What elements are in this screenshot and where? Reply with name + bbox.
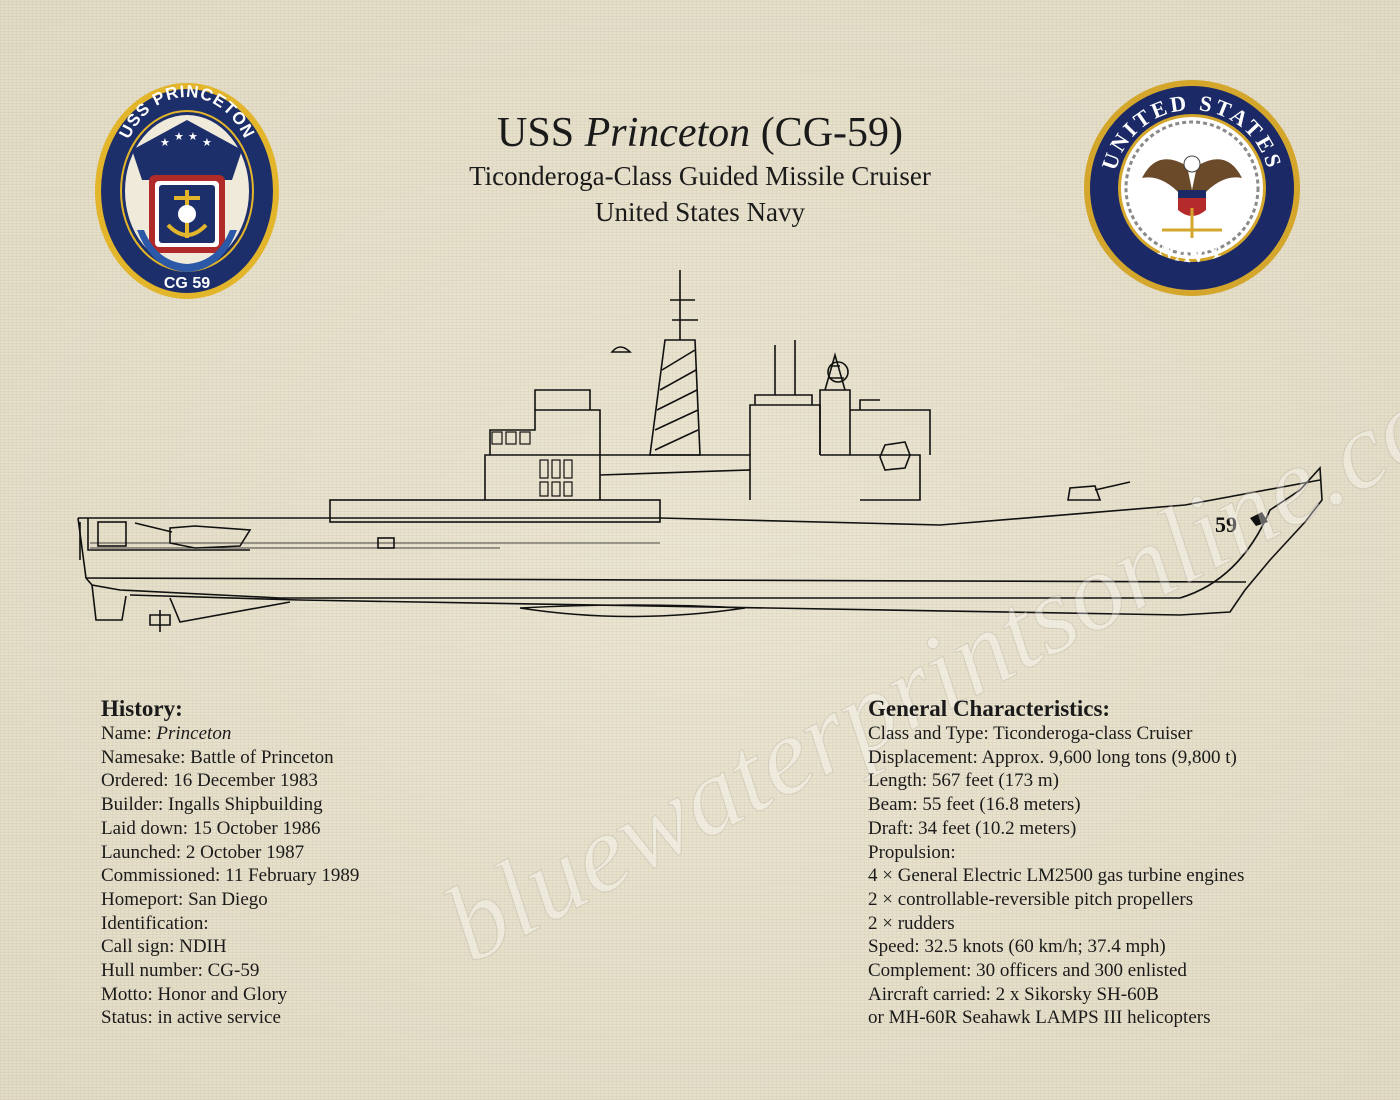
svg-text:★: ★ [174, 130, 184, 143]
svg-text:★: ★ [160, 136, 170, 149]
characteristics-line: Propulsion: [868, 841, 956, 863]
title-prefix: USS [497, 110, 585, 156]
ship-hull-number: 59 [1215, 512, 1237, 537]
sonar-dome [519, 604, 746, 618]
history-line: Motto: Honor and Glory [101, 983, 288, 1005]
history-line: Hull number: CG-59 [101, 960, 260, 982]
characteristics-line: or MH-60R Seahawk LAMPS III helicopters [868, 1007, 1211, 1029]
history-line: Status: in active service [101, 1007, 281, 1029]
history-line: Commissioned: 11 February 1989 [101, 865, 360, 887]
history-line: Ordered: 16 December 1983 [101, 770, 318, 792]
history-name-line: Name: Princeton [101, 722, 359, 746]
svg-text:★: ★ [202, 136, 212, 149]
history-line: Call sign: NDIH [101, 936, 227, 958]
history-name-value: Princeton [156, 723, 232, 744]
characteristics-line: 2 × controllable-reversible pitch propel… [868, 888, 1194, 910]
page-subtitle: Ticonderoga-Class Guided Missile Cruiser [469, 161, 931, 191]
hull-outline [77, 466, 1323, 616]
history-line: Laid down: 15 October 1986 [101, 817, 321, 839]
uss-princeton-crest: ★★★★ USS PRINCETON HONOR AND GLORY CG 59 [95, 82, 279, 299]
characteristics-line: Draft: 34 feet (10.2 meters) [868, 817, 1077, 839]
ship-profile-drawing: 59 [77, 270, 1323, 632]
history-line: Homeport: San Diego [101, 888, 268, 910]
history-name-label: Name: [101, 723, 157, 744]
history-line: Builder: Ingalls Shipbuilding [101, 794, 323, 816]
spy-radar-panel [879, 441, 911, 471]
main-mast [649, 339, 701, 456]
characteristics-heading: General Characteristics: [868, 696, 1111, 721]
characteristics-line: Speed: 32.5 knots (60 km/h; 37.4 mph) [868, 936, 1166, 958]
title-block: USS Princeton (CG-59) Ticonderoga-Class … [300, 108, 1100, 230]
page-subtitle-navy: United States Navy [595, 197, 805, 227]
characteristics-line: Beam: 55 feet (16.8 meters) [868, 794, 1081, 816]
history-section: History: Name: Princeton Namesake: Battl… [101, 696, 359, 1030]
characteristics-line: Length: 567 feet (173 m) [868, 770, 1060, 792]
history-heading: History: [101, 696, 183, 721]
title-ship-name: Princeton [584, 110, 751, 156]
characteristics-line: 2 × rudders [868, 912, 955, 934]
characteristics-line: 4 × General Electric LM2500 gas turbine … [868, 865, 1245, 887]
history-line: Launched: 2 October 1987 [101, 841, 305, 863]
characteristics-line: Aircraft carried: 2 x Sikorsky SH-60B [868, 983, 1159, 1005]
history-line: Namesake: Battle of Princeton [101, 746, 334, 768]
us-navy-seal: UNITED STATES NAVY [1084, 80, 1300, 296]
characteristics-line: Displacement: Approx. 9,600 long tons (9… [868, 746, 1237, 768]
svg-text:★: ★ [188, 130, 198, 143]
aft-gun [169, 525, 252, 549]
page-title: USS Princeton (CG-59) [300, 108, 1100, 158]
crest-bottom-text: CG 59 [164, 275, 210, 292]
characteristics-line: Complement: 30 officers and 300 enlisted [868, 960, 1187, 982]
aft-superstructure [749, 404, 821, 455]
characteristics-line: Class and Type: Ticonderoga-class Cruise… [868, 723, 1193, 744]
forward-superstructure [484, 454, 601, 500]
history-line: Identification: [101, 912, 209, 934]
title-suffix: (CG-59) [750, 110, 903, 156]
characteristics-section: General Characteristics: Class and Type:… [868, 696, 1244, 1030]
forward-gun [1067, 485, 1102, 501]
